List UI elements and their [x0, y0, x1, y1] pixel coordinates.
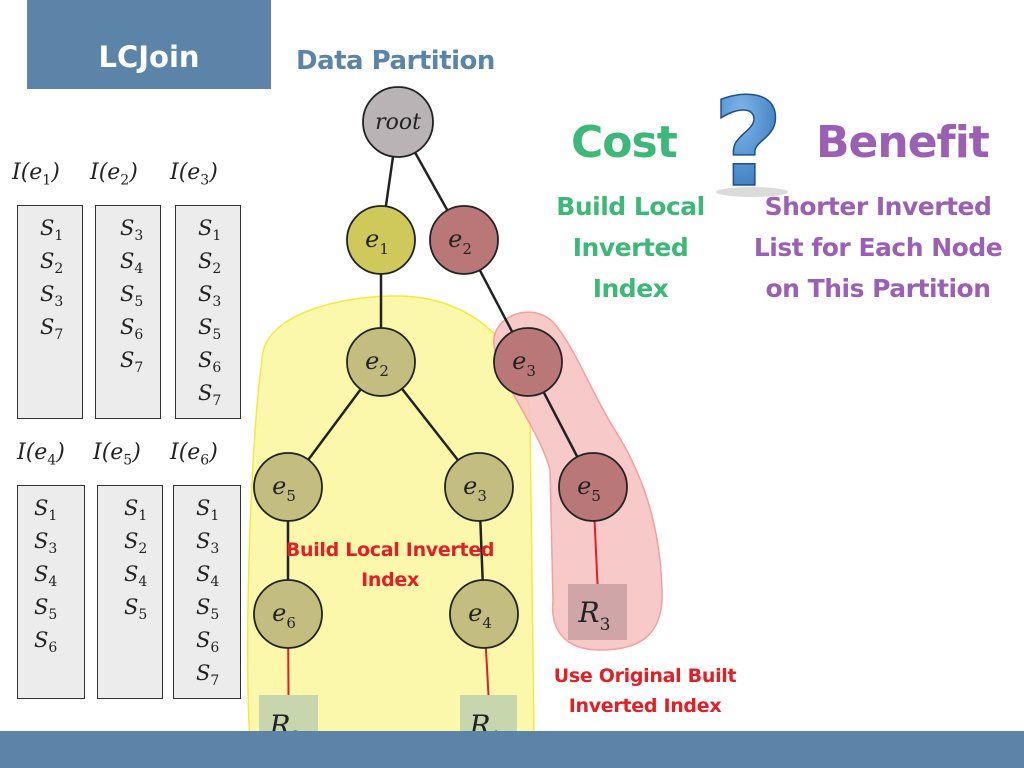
- tree-node-e3: e3: [493, 327, 563, 397]
- benefit-description: Shorter Inverted List for Each Node on T…: [744, 186, 1012, 309]
- inverted-list-label: I(e2): [90, 160, 138, 189]
- cost-line: Index: [592, 274, 669, 303]
- set-id: S6: [34, 628, 58, 657]
- tree-node-label: root: [375, 110, 421, 135]
- set-id: S6: [198, 348, 222, 377]
- set-id: S4: [34, 562, 58, 591]
- set-id: S5: [120, 282, 144, 311]
- set-id: S5: [34, 595, 58, 624]
- tree-node-e6: e6: [253, 579, 323, 649]
- tree-node-label: e6: [272, 599, 296, 632]
- result-node-R3: R3: [568, 584, 627, 640]
- set-id: S7: [120, 348, 144, 377]
- tree-node-label: e3: [512, 347, 536, 380]
- set-id: S4: [124, 562, 148, 591]
- slide-subtitle: Data Partition: [296, 46, 495, 76]
- inverted-list-label: I(e6): [170, 440, 218, 469]
- tree-node-e5: e5: [253, 452, 323, 522]
- set-id: S3: [40, 282, 64, 311]
- tree-node-label: e2: [448, 225, 472, 258]
- tree-node-label: e2: [365, 347, 389, 380]
- tree-node-e1: e1: [346, 205, 416, 275]
- set-id: S5: [196, 595, 220, 624]
- set-id: S3: [198, 282, 222, 311]
- inverted-list-label: I(e1): [12, 160, 60, 189]
- benefit-line: List for Each Node: [753, 233, 1003, 262]
- inverted-list-label: I(e3): [170, 160, 218, 189]
- note-line: Build Local Inverted: [285, 539, 495, 561]
- tree-node-label: e5: [272, 472, 296, 505]
- benefit-title: Benefit: [816, 117, 990, 168]
- footer-bar: [0, 731, 1024, 768]
- cost-description: Build Local Inverted Index: [548, 186, 713, 309]
- note-line: Inverted Index: [568, 695, 722, 717]
- tree-node-e2: e2: [346, 327, 416, 397]
- original-index-note: Use Original Built Inverted Index: [545, 661, 745, 721]
- benefit-line: on This Partition: [765, 274, 991, 303]
- note-line: Use Original Built: [553, 665, 737, 687]
- set-id: S4: [120, 249, 144, 278]
- tree-node-e4: e4: [449, 579, 519, 649]
- set-id: S1: [34, 496, 58, 525]
- cost-line: Inverted: [572, 233, 689, 262]
- set-id: S1: [124, 496, 148, 525]
- set-id: S1: [198, 216, 222, 245]
- cost-title: Cost: [571, 117, 678, 168]
- set-id: S4: [196, 562, 220, 591]
- set-id: S5: [124, 595, 148, 624]
- set-id: S2: [40, 249, 64, 278]
- set-id: S2: [124, 529, 148, 558]
- set-id: S6: [120, 315, 144, 344]
- question-mark-shadow: [716, 187, 788, 197]
- set-id: S7: [198, 381, 222, 410]
- result-node-label: R3: [578, 596, 611, 635]
- set-id: S7: [40, 315, 64, 344]
- set-id: S3: [34, 529, 58, 558]
- cost-line: Build Local: [556, 192, 705, 221]
- set-id: S2: [198, 249, 222, 278]
- inverted-list-label: I(e4): [17, 440, 65, 469]
- tree-node-e5: e5: [558, 452, 628, 522]
- tree-node-root: root: [362, 86, 434, 158]
- tree-node-label: e4: [468, 599, 492, 632]
- tree-node-e2: e2: [429, 205, 499, 275]
- question-mark-icon: ?: [713, 72, 784, 214]
- tree-node-label: e3: [463, 472, 487, 505]
- tree-node-label: e1: [365, 225, 389, 258]
- slide-title: LCJoin: [27, 0, 271, 89]
- set-id: S6: [196, 628, 220, 657]
- tree-node-e3: e3: [444, 452, 514, 522]
- set-id: S1: [196, 496, 220, 525]
- set-id: S1: [40, 216, 64, 245]
- set-id: S3: [120, 216, 144, 245]
- set-id: S3: [196, 529, 220, 558]
- local-index-note: Build Local Inverted Index: [280, 535, 500, 595]
- benefit-line: Shorter Inverted: [764, 192, 992, 221]
- inverted-list-label: I(e5): [93, 440, 141, 469]
- tree-node-label: e5: [577, 472, 601, 505]
- set-id: S5: [198, 315, 222, 344]
- set-id: S7: [196, 661, 220, 690]
- note-line: Index: [361, 569, 419, 591]
